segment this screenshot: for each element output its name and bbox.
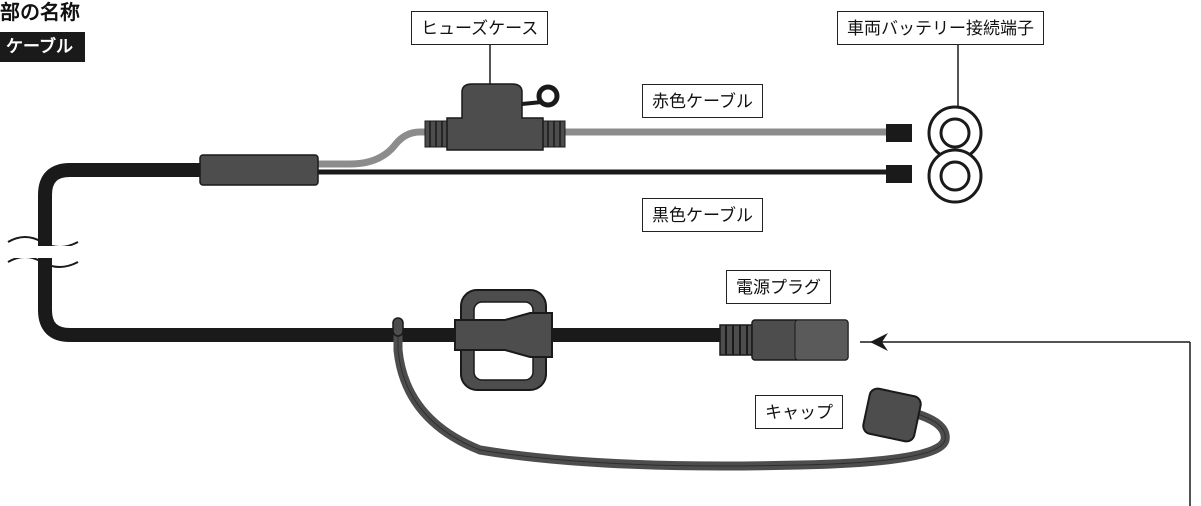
red-cable-label: 赤色ケーブル (642, 84, 763, 118)
red-cable (318, 128, 888, 168)
black-cable-label: 黒色ケーブル (642, 198, 763, 232)
fuse-case-label: ヒューズケース (411, 11, 549, 45)
cap-label: キャップ (755, 395, 843, 429)
black-main-cable (38, 163, 720, 342)
power-plug-label: 電源プラグ (726, 270, 831, 304)
section-subheading: ケーブル (0, 32, 85, 62)
junction-sleeve (199, 154, 319, 186)
battery-terminal-label: 車両バッテリー接続端子 (837, 11, 1044, 45)
arrow-head-icon (870, 333, 888, 351)
battery-terminal-icon (886, 105, 983, 204)
cable-holder (454, 289, 553, 391)
fuse-case-body (424, 83, 566, 151)
section-heading: 部の名称 (0, 0, 80, 24)
cap-icon (862, 387, 922, 443)
power-plug-icon (719, 319, 849, 361)
